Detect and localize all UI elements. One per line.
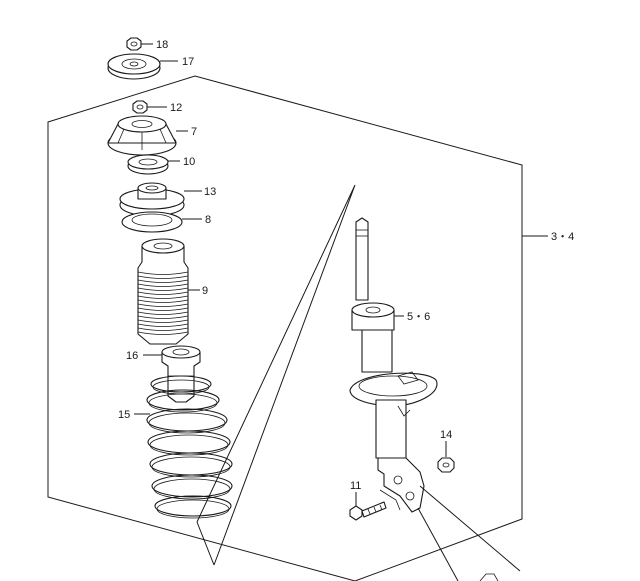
part-10-bearing bbox=[127, 154, 180, 175]
part-7-strut-mount bbox=[107, 115, 188, 156]
callout-9: 9 bbox=[202, 285, 208, 297]
callout-14: 14 bbox=[440, 429, 452, 441]
leader-lower-right bbox=[417, 485, 521, 581]
part-14-nut bbox=[437, 441, 455, 473]
part-12-nut bbox=[132, 100, 167, 114]
callout-15: 15 bbox=[118, 409, 130, 421]
callout-17: 17 bbox=[182, 56, 194, 68]
part-16-bump-stop bbox=[143, 345, 201, 403]
callout-11: 11 bbox=[350, 480, 361, 492]
callout-13: 13 bbox=[204, 186, 216, 198]
callout-16: 16 bbox=[126, 350, 138, 362]
assembly-triangle-lines bbox=[196, 184, 356, 566]
part-17-washer bbox=[107, 53, 178, 80]
part-15-coil-spring bbox=[146, 375, 233, 519]
part-13-spring-seat bbox=[119, 182, 202, 217]
part-5-6-strut bbox=[349, 217, 438, 513]
callout-18: 18 bbox=[156, 39, 168, 51]
callout-12: 12 bbox=[170, 102, 182, 114]
part-9-dust-boot bbox=[137, 238, 200, 345]
callout-3-4: 3・4 bbox=[551, 231, 574, 243]
callout-5-6: 5・6 bbox=[407, 311, 430, 323]
part-11-bolt bbox=[349, 492, 387, 521]
part-18-nut bbox=[126, 37, 153, 51]
partial-part-bottom bbox=[479, 573, 499, 581]
callout-7: 7 bbox=[191, 126, 197, 138]
part-8-insulator bbox=[121, 211, 202, 233]
assembly-boundary bbox=[47, 75, 523, 581]
callout-8: 8 bbox=[205, 214, 211, 226]
callout-10: 10 bbox=[183, 156, 195, 168]
